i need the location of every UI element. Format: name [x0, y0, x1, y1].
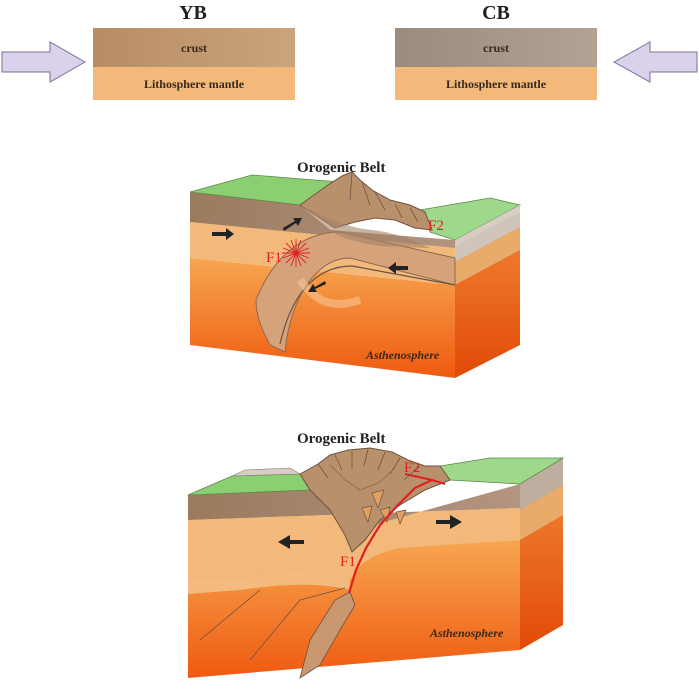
- right-compression-arrow: [612, 41, 698, 83]
- mid-orogenic-belt-label: Orogenic Belt: [297, 160, 385, 176]
- granite-body-2: [361, 505, 373, 524]
- mid-fault-f1-label: F1: [266, 250, 282, 266]
- mid-fault-f2-label: F2: [428, 218, 444, 234]
- yb-title: YB: [179, 2, 207, 24]
- bottom-fault-f2-label: F2: [404, 460, 420, 476]
- bottom-arrow-right: [436, 515, 462, 529]
- top-panel: YB crust Lithosphere mantle CB crust Lit…: [1, 2, 698, 100]
- bottom-fault-f1-label: F1: [340, 554, 356, 570]
- cb-title: CB: [482, 2, 510, 24]
- cb-crust-label: crust: [483, 41, 509, 55]
- mid-asthenosphere-label: Asthenosphere: [365, 348, 440, 362]
- cb-mantle-label: Lithosphere mantle: [446, 77, 547, 91]
- granite-body-4: [395, 509, 407, 525]
- mid-asthenosphere: [190, 258, 455, 378]
- mid-arrow-right: [388, 262, 408, 274]
- yb-mantle-label: Lithosphere mantle: [144, 77, 245, 91]
- bottom-arrow-left: [278, 535, 304, 549]
- mid-orogen: [299, 171, 433, 231]
- bottom-fault-f1: [347, 479, 433, 594]
- yb-crust-label: crust: [181, 41, 207, 55]
- bottom-asthenosphere-label: Asthenosphere: [429, 626, 504, 640]
- yb-crust-layer: [93, 28, 295, 67]
- granite-body-1: [371, 489, 385, 510]
- mid-crust-front: [190, 192, 455, 248]
- middle-block-diagram: Orogenic Belt F1 F2 Asthenosphere: [189, 160, 522, 378]
- bottom-crust-front: [188, 484, 520, 530]
- cb-crust-layer: [395, 28, 597, 67]
- mid-arrow-down: [308, 281, 326, 292]
- bottom-fault-f2: [404, 473, 446, 485]
- mid-arrow-up: [283, 218, 302, 231]
- mid-subducting-slab: [255, 231, 456, 353]
- mid-arrow-left: [212, 228, 234, 240]
- left-compression-arrow: [1, 41, 87, 83]
- bottom-slab-remnant: [299, 591, 356, 679]
- mid-earthquake-icon: [282, 239, 310, 267]
- bottom-block-diagram: Orogenic Belt F1 F2 Asthenosphere: [187, 431, 565, 679]
- bottom-orogenic-belt-label: Orogenic Belt: [297, 431, 385, 447]
- cb-mantle-layer: [395, 67, 597, 100]
- yb-mantle-layer: [93, 67, 295, 100]
